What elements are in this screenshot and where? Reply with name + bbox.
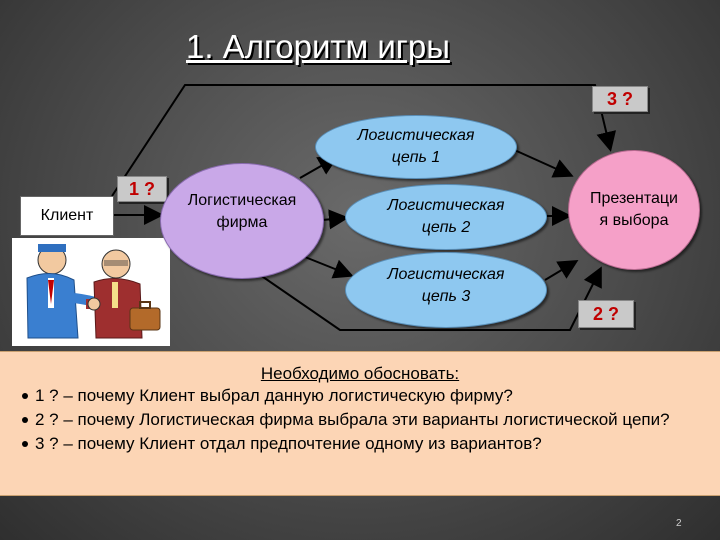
- node-presentation-line1: Презентаци: [590, 190, 678, 207]
- node-chain3-line2: цепь 3: [421, 288, 471, 305]
- handshake-illustration: [12, 238, 170, 346]
- justification-title-text: Необходимо обосновать:: [260, 364, 460, 383]
- node-chain1-line1: Логистическая: [357, 127, 475, 144]
- node-logistics-firm: Логистическая фирма: [160, 163, 324, 279]
- node-presentation-line2: я выбора: [599, 212, 669, 229]
- justification-title: Необходимо обосновать:: [0, 362, 720, 386]
- justification-item-1: 1 ? – почему Клиент выбрал данную логист…: [20, 384, 710, 408]
- arrow-chain3-to-presentation: [544, 259, 579, 281]
- page-number: 2: [676, 518, 682, 529]
- arrow-firm-to-chain3: [299, 254, 354, 279]
- arrow-client-to-presentation-top: [111, 84, 617, 197]
- slide-title: 1. Алгоритм игры: [186, 28, 450, 65]
- node-chain2-line1: Логистическая: [387, 197, 505, 214]
- arrow-chain1-to-presentation: [509, 147, 574, 178]
- arrow-firm-to-chain2: [321, 209, 349, 230]
- question-label-1: 1 ?: [117, 176, 167, 202]
- justification-item-2: 2 ? – почему Логистическая фирма выбрала…: [20, 408, 710, 432]
- question-label-2: 2 ?: [578, 300, 634, 328]
- node-chain-3: Логистическая цепь 3: [345, 252, 547, 328]
- node-chain3-line1: Логистическая: [387, 266, 505, 283]
- justification-item-3: 3 ? – почему Клиент отдал предпочтение о…: [20, 432, 710, 456]
- node-chain2-line2: цепь 2: [421, 219, 471, 236]
- node-firm-line1: Логистическая: [187, 192, 297, 209]
- node-chain-2: Логистическая цепь 2: [345, 184, 547, 250]
- node-chain-1: Логистическая цепь 1: [315, 115, 517, 179]
- node-firm-line2: фирма: [216, 214, 268, 231]
- node-chain1-line2: цепь 1: [391, 149, 441, 166]
- client-box: Клиент: [20, 196, 114, 236]
- justification-panel: Необходимо обосновать: 1 ? – почему Клие…: [0, 351, 720, 496]
- justification-list: 1 ? – почему Клиент выбрал данную логист…: [20, 384, 710, 456]
- node-presentation: Презентаци я выбора: [568, 150, 700, 270]
- question-label-3: 3 ?: [592, 86, 648, 112]
